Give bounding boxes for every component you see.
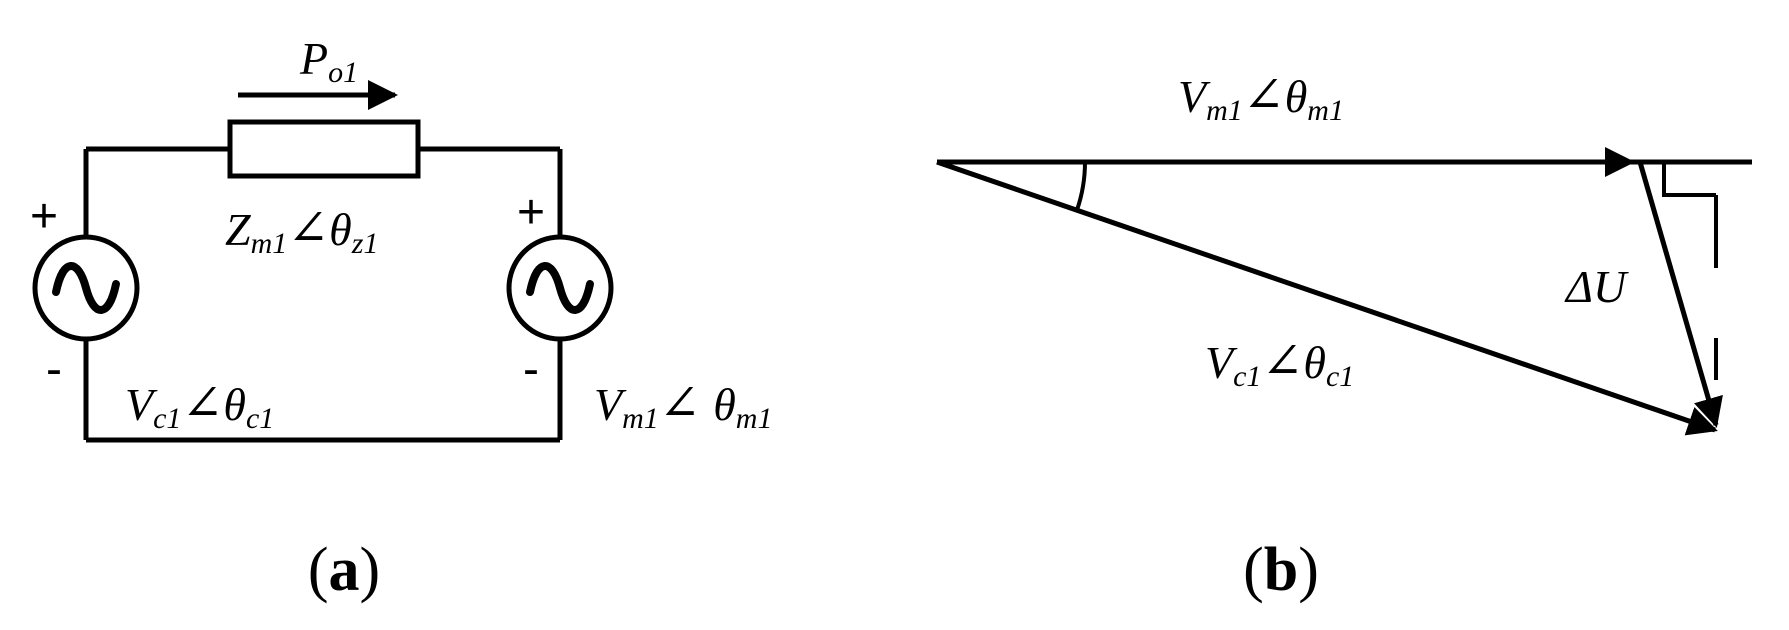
vm-label: Vm1∠θm1 [1178,67,1344,127]
right-sine-icon [526,262,594,314]
delta-u-phasor [1637,161,1723,428]
vc-phasor [936,159,1718,436]
right-source-label: Vm1∠ θm1 [594,375,772,435]
right-plus-sign: + [517,186,545,239]
left-source-label: Vc1∠θc1 [125,375,274,435]
left-sine-icon [52,262,120,314]
left-plus-sign: + [30,190,58,243]
angle-arc [1075,161,1087,211]
power-label: Po1 [299,33,358,89]
phasor-diagram: Vm1∠θm1 Vc1∠θc1 ΔU (b) [936,67,1752,604]
right-minus-sign: - [523,343,539,396]
caption-b: (b) [1243,536,1319,604]
left-ac-source [32,234,140,342]
right-ac-source [506,234,614,342]
right-angle-marker [1662,162,1716,197]
impedance-label: Zm1∠θz1 [225,200,378,260]
circuit-diagram: Po1 Zm1∠θz1 + - + - Vc1∠θc1 Vm1∠ θm1 (a) [30,33,772,604]
impedance-box [227,119,421,179]
delta-u-label: ΔU [1564,261,1629,312]
caption-a: (a) [308,536,380,604]
left-minus-sign: - [46,343,62,396]
vc-label: Vc1∠θc1 [1205,333,1354,393]
